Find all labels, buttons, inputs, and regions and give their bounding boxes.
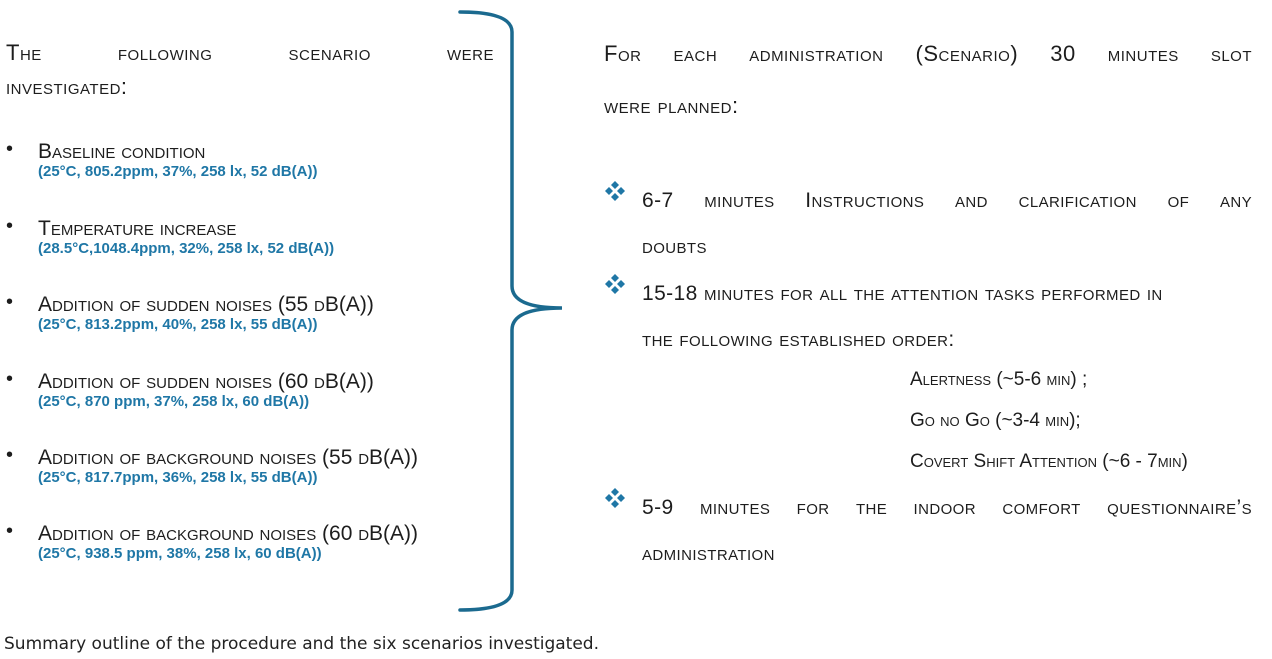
scenario-name: Addition of background noises (55 dB(A)) (38, 446, 419, 469)
scenario-name: Addition of background noises (60 dB(A)) (38, 522, 419, 545)
scenario-conditions: (25°C, 805.2ppm, 37%, 258 lx, 52 dB(A)) (38, 163, 318, 180)
scenario-name: Addition of sudden noises (60 dB(A)) (38, 370, 374, 393)
task-go-no-go: Go no Go (~3-4 min); (910, 410, 1081, 431)
scenario-conditions: (28.5°C,1048.4ppm, 32%, 258 lx, 52 dB(A)… (38, 240, 335, 257)
left-intro-line1: The following scenario were (6, 40, 494, 65)
four-diamond-icon (605, 488, 625, 508)
left-intro-line2: investigated: (6, 74, 128, 99)
bullet-icon: • (6, 368, 14, 390)
procedure-line1: 15-18 minutes for all the attention task… (642, 282, 1163, 305)
scenario-conditions: (25°C, 870 ppm, 37%, 258 lx, 60 dB(A)) (38, 393, 310, 410)
procedure-text: 15-18 minutes for all the attention task… (642, 271, 1252, 363)
scenario-conditions: (25°C, 817.7ppm, 36%, 258 lx, 55 dB(A)) (38, 469, 318, 486)
procedure-text: 6-7 minutes Instructions and clarificati… (642, 178, 1252, 270)
left-intro: The following scenario were investigated… (6, 36, 494, 104)
bullet-icon: • (6, 520, 14, 542)
scenario-name: Baseline condition (38, 140, 206, 163)
procedure-line2: the following established order: (642, 328, 955, 351)
procedure-line2: administration (642, 542, 775, 565)
scenario-conditions: (25°C, 938.5 ppm, 38%, 258 lx, 60 dB(A)) (38, 545, 322, 562)
right-brace-icon (458, 10, 563, 612)
right-intro-line1: For each administration (Scenario) 30 mi… (604, 41, 1252, 66)
procedure-line1: 5-9 minutes for the indoor comfort quest… (642, 496, 1252, 519)
right-intro: For each administration (Scenario) 30 mi… (604, 28, 1252, 132)
figure-caption: Summary outline of the procedure and the… (4, 634, 599, 654)
bullet-icon: • (6, 291, 14, 313)
task-covert-shift-attention: Covert Shift Attention (~6 - 7min) (910, 451, 1188, 472)
four-diamond-icon (605, 181, 625, 201)
procedure-text: 5-9 minutes for the indoor comfort quest… (642, 485, 1252, 577)
procedure-line2: doubts (642, 235, 707, 258)
bullet-icon: • (6, 444, 14, 466)
bullet-icon: • (6, 138, 14, 160)
four-diamond-icon (605, 274, 625, 294)
task-alertness: Alertness (~5-6 min) ; (910, 369, 1088, 390)
scenario-name: Temperature increase (38, 217, 237, 240)
scenario-name: Addition of sudden noises (55 dB(A)) (38, 293, 374, 316)
right-intro-line2: were planned: (604, 93, 739, 118)
procedure-line1: 6-7 minutes Instructions and clarificati… (642, 189, 1252, 212)
bullet-icon: • (6, 215, 14, 237)
scenario-conditions: (25°C, 813.2ppm, 40%, 258 lx, 55 dB(A)) (38, 316, 318, 333)
